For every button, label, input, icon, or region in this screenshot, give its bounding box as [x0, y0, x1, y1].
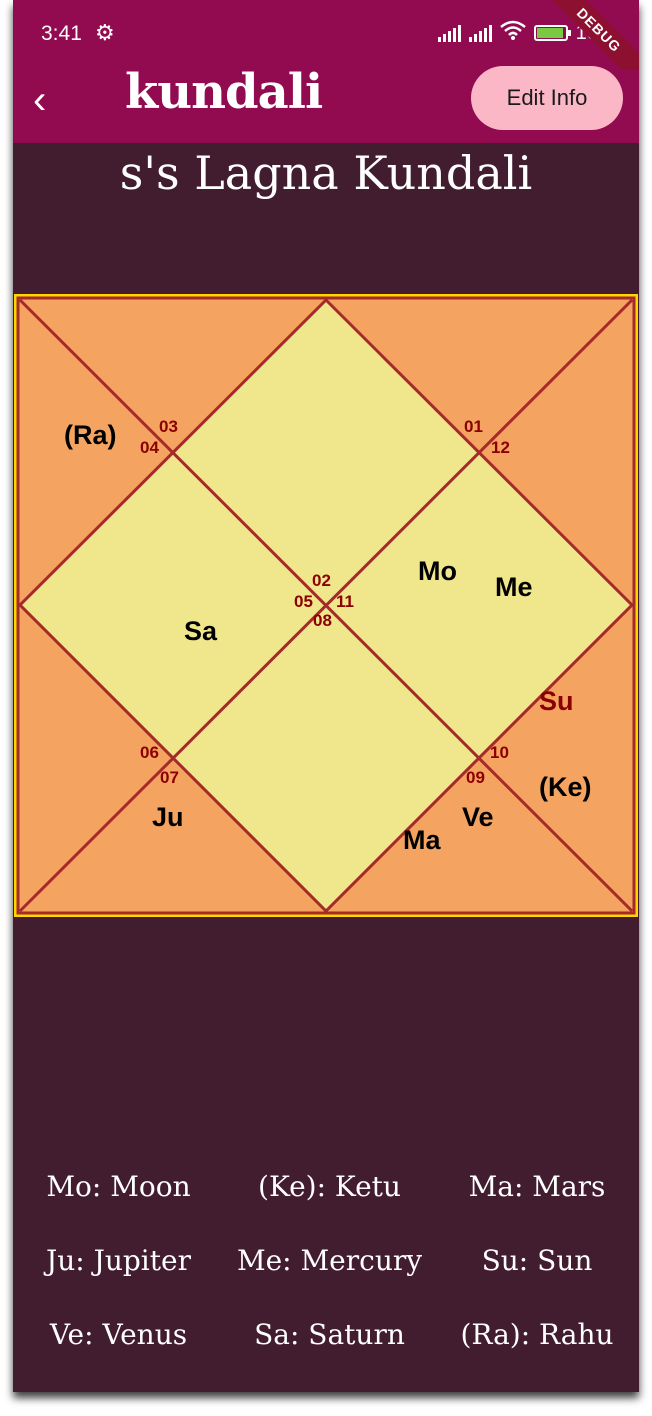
legend-item: Mo: Moon [46, 1170, 191, 1203]
app-logo: kundali [125, 64, 323, 120]
planet-me: Me [495, 572, 533, 602]
house-number-09: 09 [466, 768, 485, 787]
house-number-01: 01 [464, 417, 483, 436]
edit-info-button[interactable]: Edit Info [471, 66, 623, 130]
house-number-12: 12 [491, 438, 510, 457]
status-time: 3:41 [41, 22, 82, 45]
legend-item: Sa: Saturn [254, 1318, 405, 1351]
back-arrow-icon[interactable]: ‹ [33, 78, 47, 122]
legend-item: (Ke): Ketu [258, 1170, 401, 1203]
house-number-03: 03 [159, 417, 178, 436]
legend-item: Ve: Venus [49, 1318, 188, 1351]
planet-ra: (Ra) [64, 420, 117, 450]
page-title: s's Lagna Kundali [119, 146, 533, 200]
house-number-07: 07 [160, 768, 179, 787]
planet-su: Su [539, 686, 574, 716]
house-number-05: 05 [294, 592, 313, 611]
legend-item: Ma: Mars [468, 1170, 606, 1203]
battery-icon [533, 25, 571, 41]
planet-sa: Sa [184, 616, 218, 646]
signal-icon-2 [468, 24, 492, 42]
house-number-02: 02 [312, 571, 331, 590]
house-number-11: 11 [336, 592, 354, 611]
status-bar: 3:41 ⚙ 100 DEBUG [13, 0, 639, 96]
wifi-icon [499, 20, 526, 46]
planet-ve: Ve [462, 802, 494, 832]
planet-mo: Mo [418, 556, 457, 586]
planet-ke: (Ke) [539, 772, 592, 802]
signal-icon [437, 24, 461, 42]
house-number-10: 10 [490, 743, 509, 762]
planet-ju: Ju [152, 802, 184, 832]
planet-ma: Ma [403, 825, 441, 855]
app-screen: 3:41 ⚙ 100 DEBUG ‹ kundali Edit Info s's… [13, 0, 639, 1392]
settings-gear-icon: ⚙ [95, 20, 115, 45]
legend-item: (Ra): Rahu [460, 1318, 614, 1351]
legend-item: Su: Sun [481, 1244, 593, 1277]
legend-item: Ju: Jupiter [46, 1244, 191, 1277]
house-number-06: 06 [140, 743, 159, 762]
planet-legend: Mo: Moon (Ke): Ketu Ma: Mars Ju: Jupiter… [13, 1170, 639, 1352]
legend-item: Me: Mercury [236, 1244, 423, 1277]
diagonal-2 [18, 298, 634, 913]
app-bar: ‹ kundali Edit Info [13, 64, 639, 143]
house-number-04: 04 [140, 438, 159, 457]
house-number-08: 08 [313, 611, 332, 630]
